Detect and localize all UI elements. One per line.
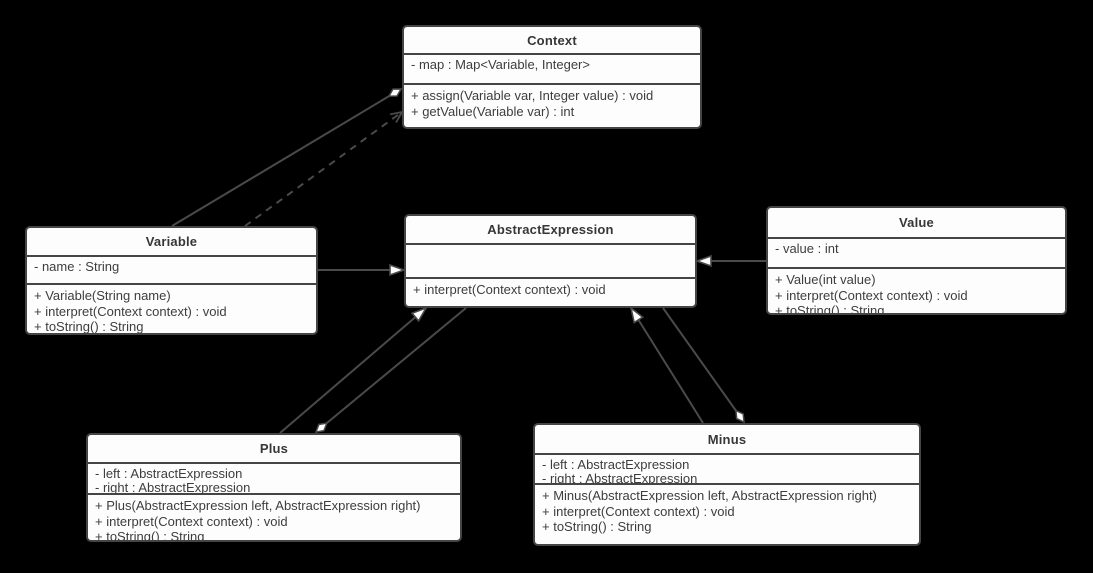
- class-title-context: Context: [404, 27, 700, 55]
- class-box-variable[interactable]: Variable - name : String + Variable(Stri…: [25, 226, 318, 335]
- method-row: + Plus(AbstractExpression left, Abstract…: [95, 498, 421, 513]
- method-row: + getValue(Variable var) : int: [411, 103, 575, 119]
- attributes-section: - name : String: [27, 257, 316, 285]
- class-title-variable: Variable: [27, 228, 316, 257]
- relationship-abstractexpression-aggregated-by-minus[interactable]: [662, 307, 744, 422]
- methods-section: + Value(int value)+ interpret(Context co…: [768, 269, 1065, 313]
- attributes-section: - map : Map<Variable, Integer>: [404, 55, 700, 85]
- method-row: + interpret(Context context) : void: [413, 282, 606, 297]
- method-row: + toString() : String: [34, 319, 144, 333]
- method-row: + toString() : String: [95, 529, 205, 540]
- method-row: + interpret(Context context) : void: [775, 287, 968, 303]
- class-title-minus: Minus: [535, 425, 919, 455]
- attribute-row: - value : int: [775, 241, 839, 256]
- class-title-value: Value: [768, 208, 1065, 239]
- method-row: + interpret(Context context) : void: [95, 513, 288, 529]
- attribute-row: - right : AbstractExpression: [95, 480, 251, 495]
- methods-section: + interpret(Context context) : void: [406, 279, 695, 306]
- class-title-plus: Plus: [88, 435, 460, 464]
- method-row: + Variable(String name): [34, 288, 171, 303]
- relationship-variable-aggregated-by-context[interactable]: [171, 88, 401, 227]
- relationship-abstractexpression-aggregated-by-plus[interactable]: [316, 307, 467, 432]
- method-row: + interpret(Context context) : void: [34, 303, 227, 319]
- attribute-row: - name : String: [34, 259, 120, 274]
- method-row: + assign(Variable var, Integer value) : …: [411, 88, 654, 103]
- class-box-context[interactable]: Context - map : Map<Variable, Integer> +…: [402, 25, 702, 129]
- method-row: + interpret(Context context) : void: [542, 503, 735, 519]
- method-row: + toString() : String: [775, 303, 885, 313]
- attributes-section: - left : AbstractExpression- right : Abs…: [88, 464, 460, 495]
- class-box-plus[interactable]: Plus - left : AbstractExpression- right …: [86, 433, 462, 542]
- attribute-row: - left : AbstractExpression: [95, 466, 243, 481]
- methods-section: + assign(Variable var, Integer value) : …: [404, 85, 700, 127]
- attributes-section: [406, 245, 695, 279]
- relationship-variable-depends-on-context[interactable]: [244, 110, 404, 227]
- attributes-section: - value : int: [768, 239, 1065, 269]
- methods-section: + Variable(String name)+ interpret(Conte…: [27, 285, 316, 333]
- methods-section: + Plus(AbstractExpression left, Abstract…: [88, 495, 460, 540]
- class-box-minus[interactable]: Minus - left : AbstractExpression- right…: [533, 423, 921, 546]
- class-box-abstractexpression[interactable]: AbstractExpression + interpret(Context c…: [404, 214, 697, 308]
- method-row: + Value(int value): [775, 272, 876, 287]
- method-row: + toString() : String: [542, 519, 652, 534]
- methods-section: + Minus(AbstractExpression left, Abstrac…: [535, 485, 919, 544]
- attribute-row: - right : AbstractExpression: [542, 471, 698, 485]
- attributes-section: - left : AbstractExpression- right : Abs…: [535, 455, 919, 485]
- attribute-row: - left : AbstractExpression: [542, 457, 690, 472]
- class-title-abstractexpression: AbstractExpression: [406, 216, 695, 245]
- method-row: + Minus(AbstractExpression left, Abstrac…: [542, 488, 877, 503]
- class-box-value[interactable]: Value - value : int + Value(int value)+ …: [766, 206, 1067, 315]
- relationship-minus-extends-abstractexpression[interactable]: [631, 308, 704, 424]
- attribute-row: - map : Map<Variable, Integer>: [411, 57, 590, 72]
